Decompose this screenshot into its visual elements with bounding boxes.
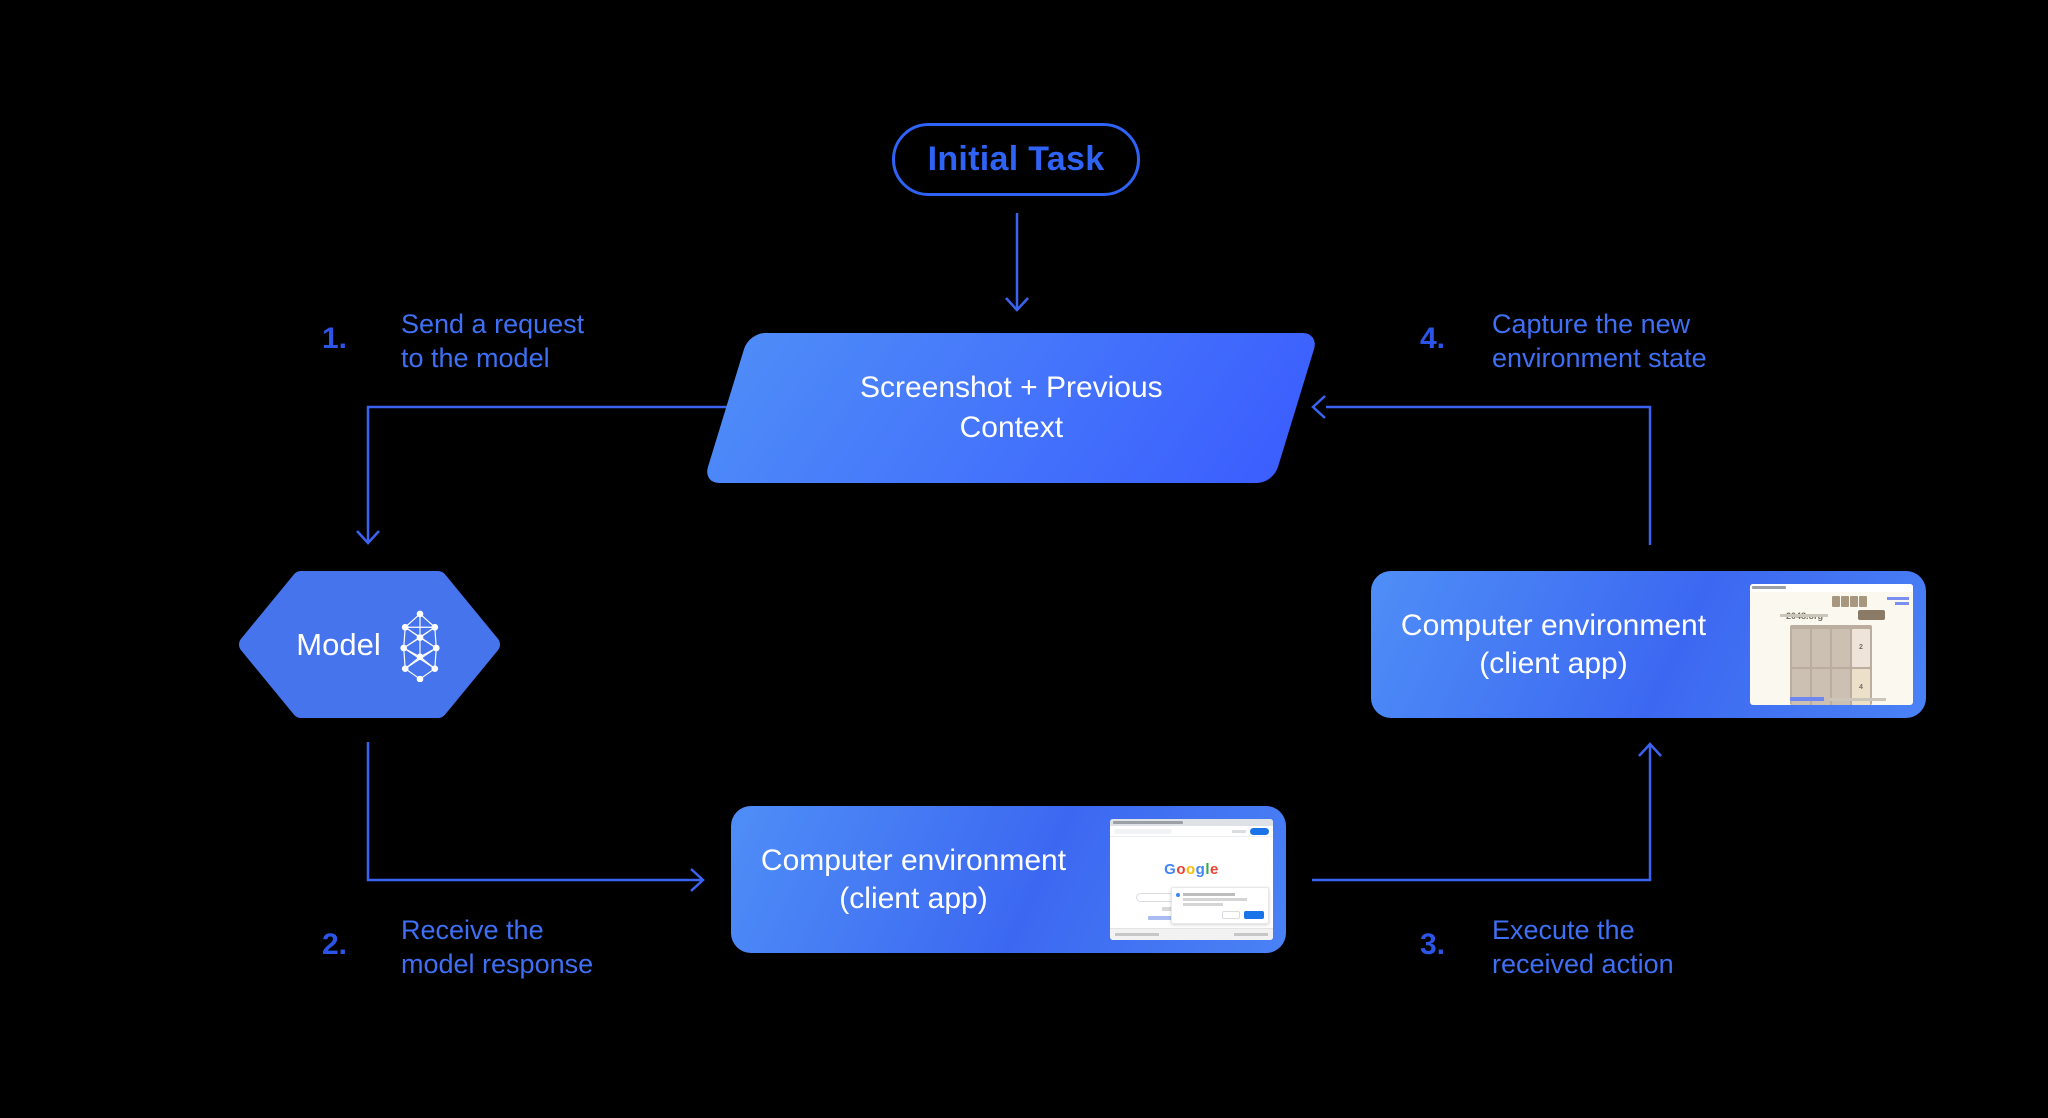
step-1-number: 1. — [322, 322, 348, 355]
footer-text — [1830, 698, 1886, 701]
initial-task-pill: Initial Task — [892, 123, 1140, 196]
cookie-consent-dialog — [1171, 887, 1269, 924]
game-cell — [1792, 629, 1810, 667]
toolbar-icons — [1232, 830, 1246, 833]
model-node: Model — [239, 571, 500, 718]
google-g-icon — [1176, 893, 1180, 897]
screenshot-context-node: Screenshot + Previous Context — [703, 333, 1319, 483]
2048-game-thumbnail: 2048.org 2448 — [1750, 584, 1913, 705]
new-game-button — [1858, 610, 1885, 620]
game-tile: 2 — [1852, 629, 1870, 667]
hexagon-shape — [239, 571, 500, 718]
arrow-env-to-env — [1312, 746, 1652, 882]
browser-chrome — [1750, 584, 1913, 592]
score-boxes — [1832, 596, 1867, 607]
arrow-env-to-env-head — [1638, 742, 1662, 757]
link-text — [1887, 597, 1909, 600]
customize-button — [1222, 911, 1240, 919]
address-bar — [1114, 829, 1172, 834]
game-grid: 2448 — [1790, 625, 1872, 705]
game-cell — [1792, 669, 1810, 705]
step-2-number: 2. — [322, 928, 348, 961]
step-4-label: Capture the new environment state — [1492, 309, 1707, 373]
game-tile: 4 — [1852, 669, 1870, 705]
neural-network-icon — [400, 610, 440, 682]
page-footer — [1110, 928, 1273, 940]
arrow-model-to-env-head — [690, 868, 705, 892]
browser-toolbar — [1110, 826, 1273, 837]
screenshot-context-label: Screenshot + Previous Context — [859, 371, 1163, 444]
game-cell — [1812, 629, 1830, 667]
sign-in-button — [1250, 828, 1269, 835]
step-2-label: Receive the model response — [401, 915, 594, 979]
step-3-label: Execute the received action — [1492, 915, 1674, 979]
arrow-task-to-screenshot-head — [1005, 297, 1029, 312]
browser-tab-bar — [1110, 819, 1273, 826]
initial-task-label: Initial Task — [927, 140, 1105, 178]
link-text — [1895, 602, 1909, 605]
computer-environment-node-right: Computer environment (client app) 2048.o… — [1371, 571, 1926, 718]
step-3-number: 3. — [1420, 928, 1446, 961]
how-to-play-link — [1790, 697, 1824, 701]
game-cell — [1832, 669, 1850, 705]
accept-button — [1244, 911, 1264, 919]
model-label: Model — [296, 626, 381, 662]
arrow-screenshot-to-model — [366, 405, 730, 541]
step-1-label: Send a request to the model — [401, 309, 585, 373]
arrow-env-to-screenshot — [1326, 405, 1652, 545]
game-cell — [1812, 669, 1830, 705]
google-logo: Google — [1164, 861, 1219, 878]
game-cell — [1832, 629, 1850, 667]
arrow-model-to-env — [366, 742, 701, 882]
computer-environment-label: Computer environment (client app) — [1400, 608, 1707, 680]
computer-environment-node-bottom: Computer environment (client app) Google — [731, 806, 1286, 953]
subtitle-text — [1780, 614, 1828, 617]
step-4-number: 4. — [1420, 322, 1446, 355]
google-homepage-thumbnail: Google — [1110, 819, 1273, 940]
computer-environment-label: Computer environment (client app) — [760, 843, 1067, 915]
arrow-env-to-screenshot-head — [1311, 395, 1326, 419]
arrow-screenshot-to-model-head — [356, 530, 380, 545]
